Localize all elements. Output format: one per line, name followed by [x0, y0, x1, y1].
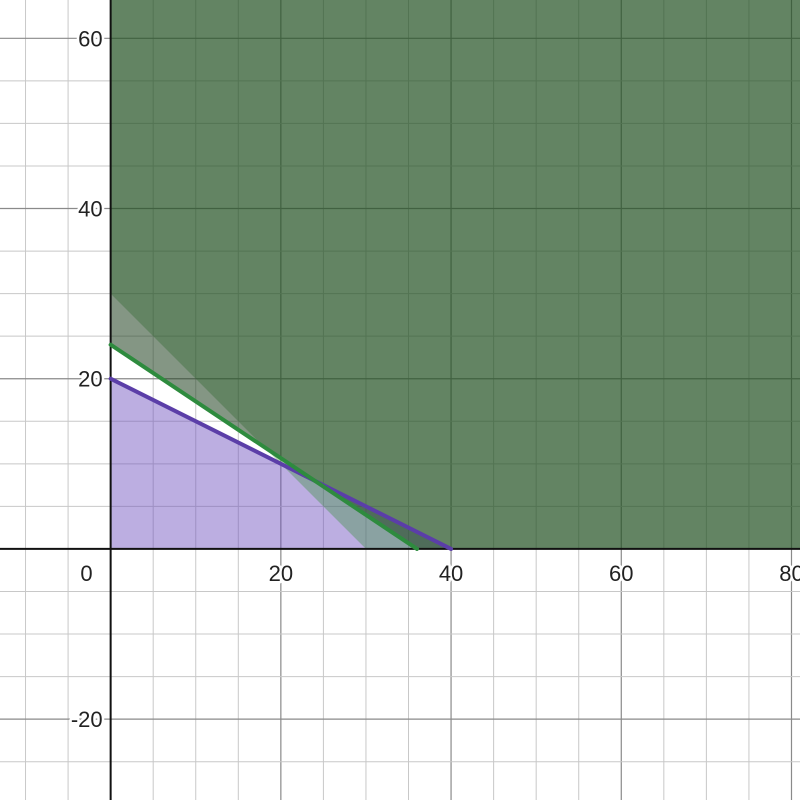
shaded-regions — [110, 0, 800, 549]
boundary-lines — [108, 342, 454, 551]
purple-boundary — [108, 376, 454, 551]
green-boundary — [108, 342, 420, 551]
y-tick-label: 40 — [78, 197, 102, 222]
x-tick-label: 20 — [269, 561, 293, 586]
dark-green-region — [110, 0, 800, 549]
y-tick-label: -20 — [71, 707, 103, 732]
x-tick-label: 0 — [80, 561, 92, 586]
x-tick-label: 80 — [779, 561, 800, 586]
tick-labels: 0 20 40 60 80 -20 20 40 60 — [68, 24, 800, 735]
y-tick-label: 60 — [78, 26, 102, 51]
x-tick-label: 40 — [439, 561, 463, 586]
y-tick-label: 20 — [78, 367, 102, 392]
x-tick-label: 60 — [609, 561, 633, 586]
